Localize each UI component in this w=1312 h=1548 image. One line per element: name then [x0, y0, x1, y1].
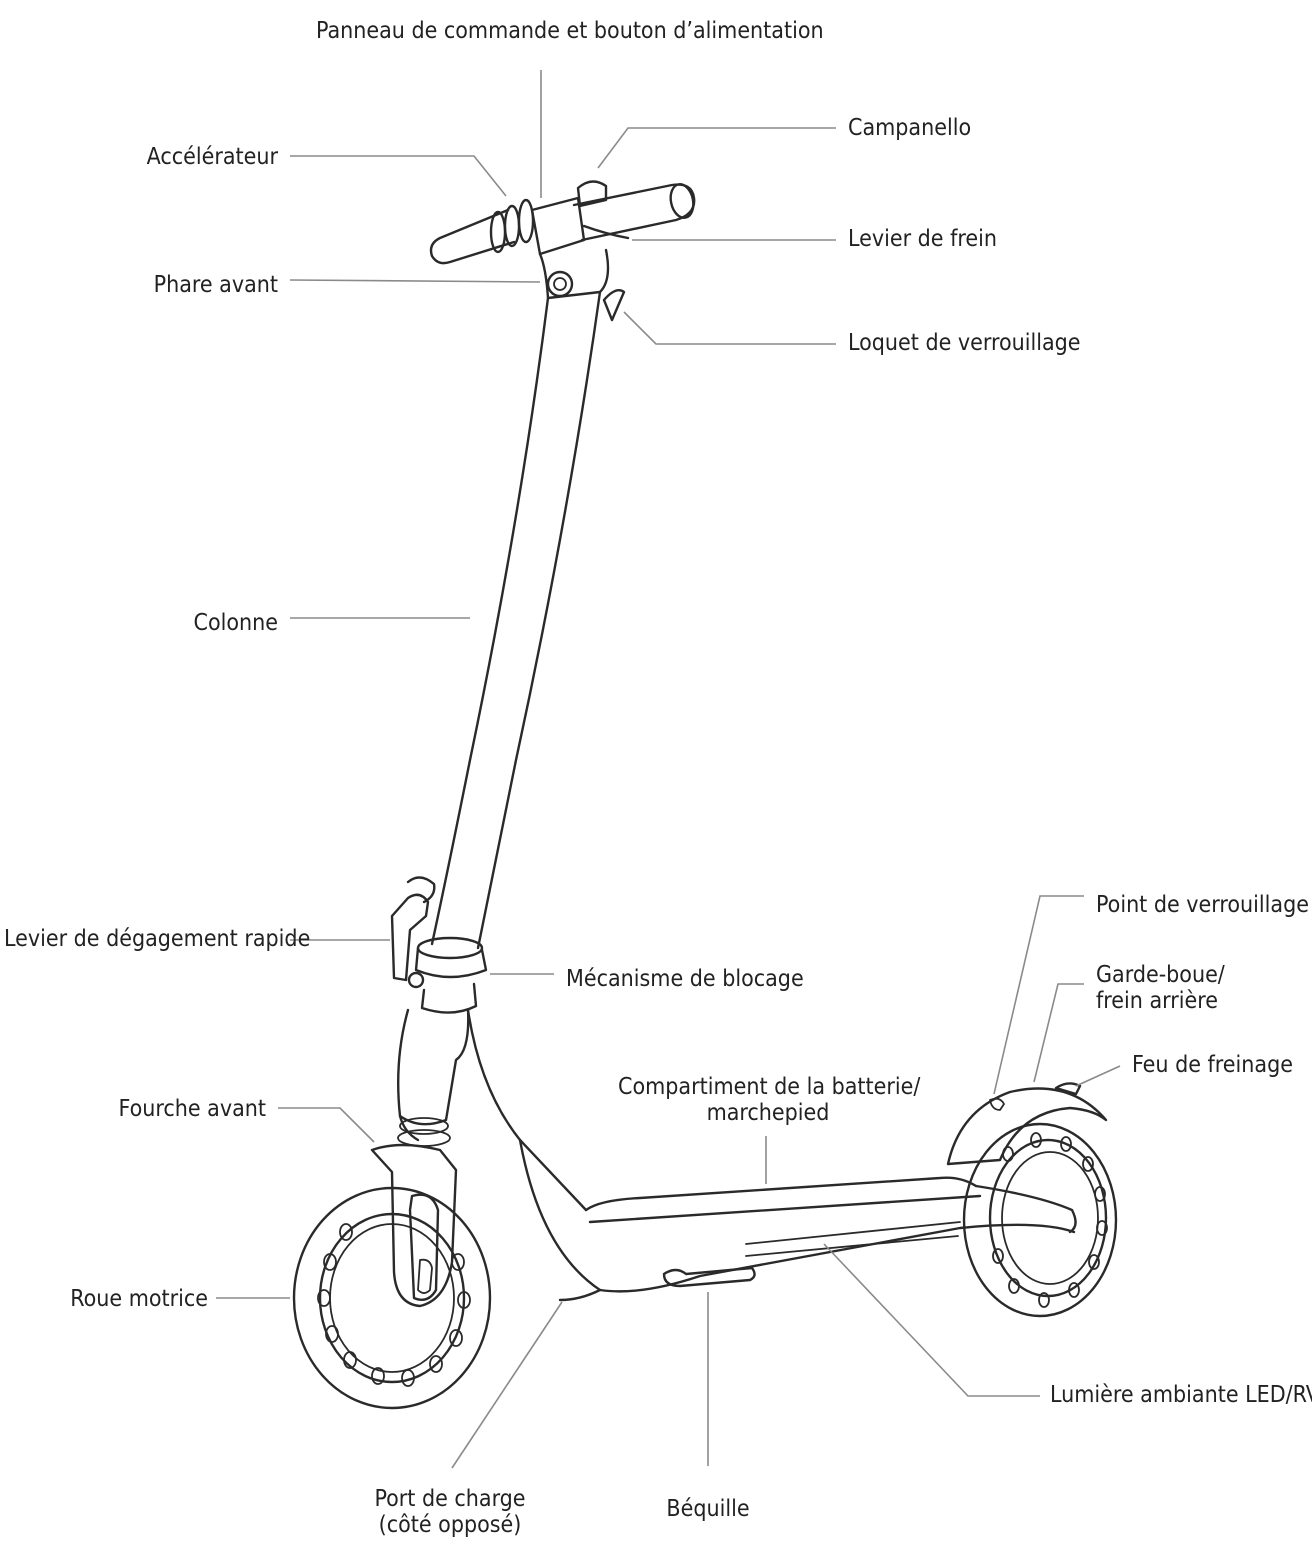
- label-headlight: Phare avant: [60, 272, 278, 298]
- label-mudguard: Garde-boue/ frein arrière: [1096, 962, 1225, 1014]
- leader-lock-latch: [624, 312, 836, 344]
- headlight-part: [548, 272, 572, 296]
- quick-release-part: [392, 877, 434, 980]
- leader-lines: [216, 70, 1120, 1468]
- label-battery-line2: marchepied: [618, 1100, 918, 1126]
- leader-ambient-light: [824, 1244, 1040, 1396]
- label-drive-wheel: Roue motrice: [20, 1286, 208, 1312]
- leader-throttle: [290, 156, 506, 196]
- label-control-panel: Panneau de commande et bouton d’alimenta…: [316, 18, 824, 44]
- scooter-illustration: [294, 181, 1116, 1408]
- label-locking-mechanism: Mécanisme de blocage: [566, 966, 804, 992]
- deck: [520, 1140, 1076, 1300]
- stem-tube: [432, 292, 600, 948]
- label-battery: Compartiment de la batterie/ marchepied: [618, 1074, 918, 1126]
- label-brake-light: Feu de freinage: [1132, 1052, 1293, 1078]
- label-throttle: Accélérateur: [60, 144, 278, 170]
- label-mudguard-line2: frein arrière: [1096, 988, 1225, 1014]
- label-charge-port-line1: Port de charge: [350, 1486, 550, 1512]
- label-bell: Campanello: [848, 115, 971, 141]
- leader-brake-light: [1076, 1066, 1120, 1086]
- rear-wheel: [948, 1083, 1116, 1316]
- label-battery-line1: Compartiment de la batterie/: [618, 1074, 918, 1100]
- front-fork-part: [372, 1145, 456, 1306]
- label-ambient-light: Lumière ambiante LED/RVB: [1050, 1382, 1312, 1408]
- leader-bell: [598, 128, 836, 168]
- label-lock-latch: Loquet de verrouillage: [848, 330, 1081, 356]
- leader-front-fork: [278, 1108, 374, 1142]
- label-brake-lever: Levier de frein: [848, 226, 997, 252]
- latch-part: [604, 290, 624, 320]
- label-lock-point: Point de verrouillage: [1096, 892, 1309, 918]
- handlebar: [431, 181, 696, 263]
- label-charge-port-line2: (côté opposé): [350, 1512, 550, 1538]
- label-stem: Colonne: [60, 610, 278, 636]
- label-quick-release: Levier de dégagement rapide: [4, 926, 278, 952]
- locking-collar: [409, 938, 486, 1013]
- label-front-fork: Fourche avant: [60, 1096, 266, 1122]
- front-body: [398, 1010, 586, 1210]
- leader-mudguard: [1034, 984, 1084, 1082]
- label-charge-port: Port de charge (côté opposé): [350, 1486, 550, 1538]
- leader-headlight: [290, 280, 540, 282]
- label-kickstand: Béquille: [628, 1496, 788, 1522]
- leader-charge-port: [452, 1302, 562, 1468]
- label-mudguard-line1: Garde-boue/: [1096, 962, 1225, 988]
